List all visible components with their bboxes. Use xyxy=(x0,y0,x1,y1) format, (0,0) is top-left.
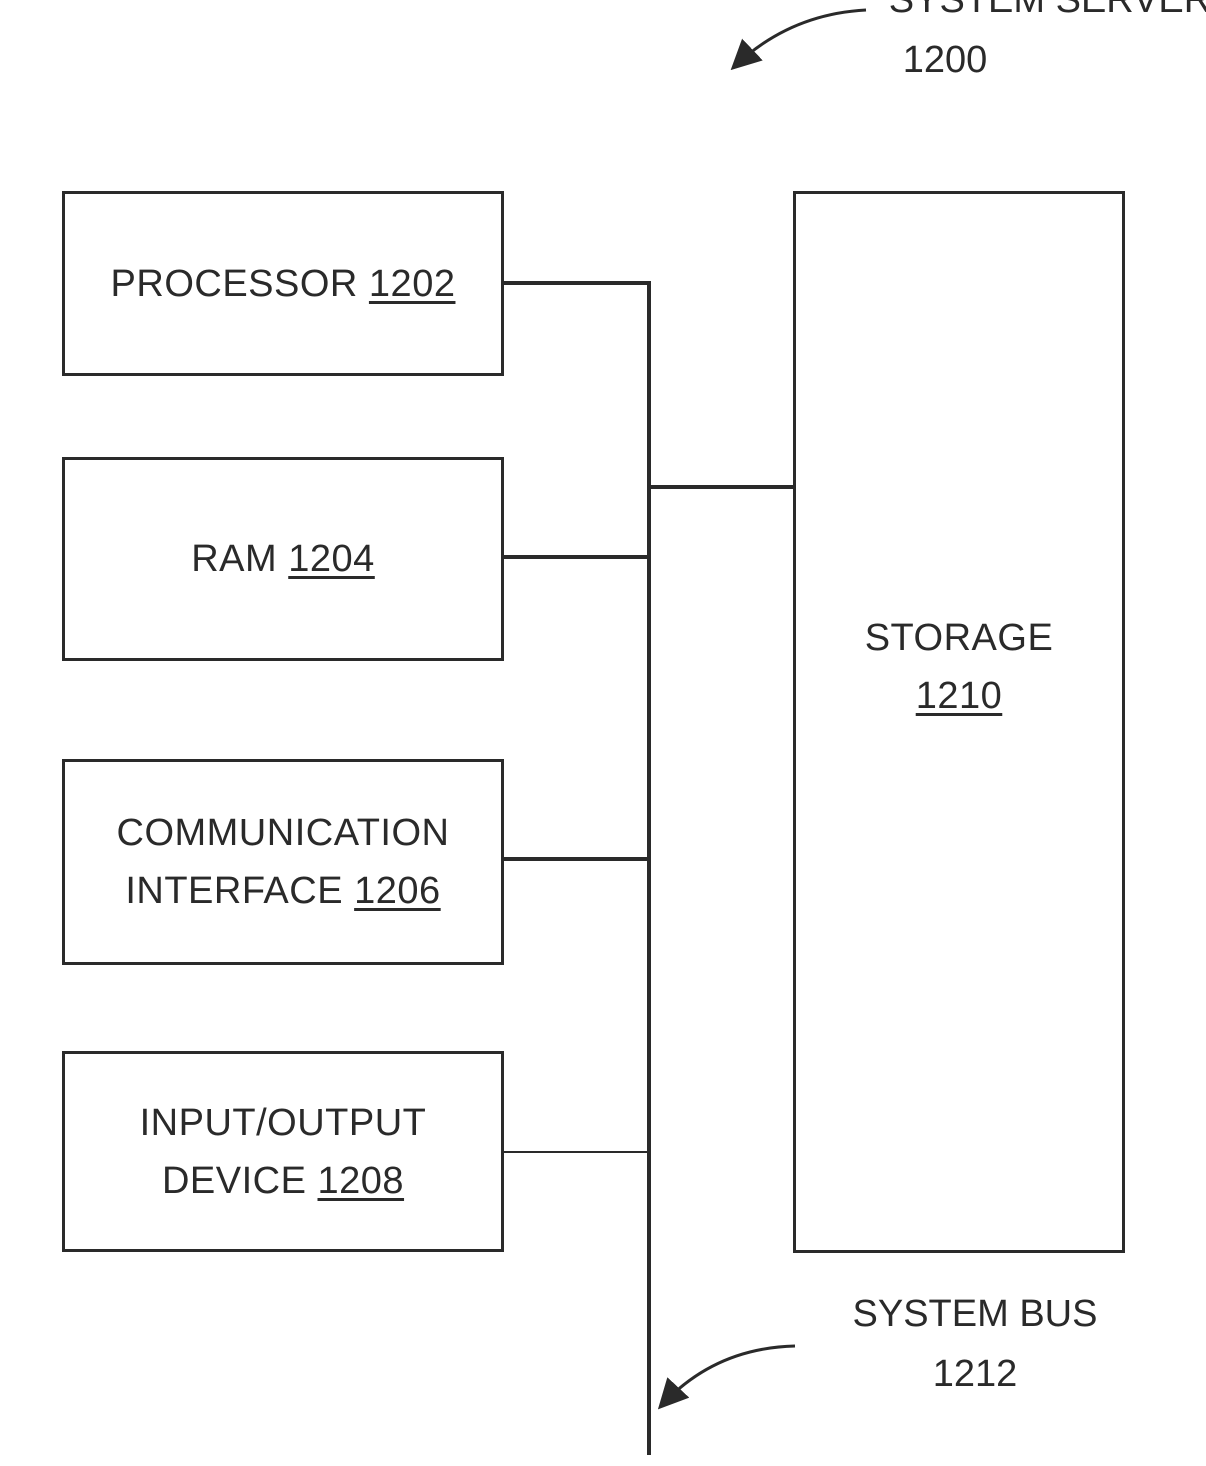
communication-interface-box: COMMUNICATION INTERFACE 1206 xyxy=(62,759,504,965)
system-bus-label: SYSTEM BUS 1212 xyxy=(800,1284,1150,1404)
system-server-label: SYSTEM SERVER 1200 xyxy=(840,0,1206,90)
processor-box: PROCESSOR 1202 xyxy=(62,191,504,376)
comm-ref: 1206 xyxy=(354,870,441,912)
processor-ref: 1202 xyxy=(369,263,456,305)
ram-box: RAM 1204 xyxy=(62,457,504,661)
comm-label-line2: INTERFACE 1206 xyxy=(125,862,440,920)
bus-label-line1: SYSTEM BUS xyxy=(800,1284,1150,1344)
comm-label-line1: COMMUNICATION xyxy=(117,804,450,862)
io-label-line2: DEVICE 1208 xyxy=(162,1152,404,1210)
io-ref: 1208 xyxy=(318,1160,405,1202)
storage-ref: 1210 xyxy=(916,667,1003,725)
processor-label: PROCESSOR 1202 xyxy=(111,255,456,313)
io-device-box: INPUT/OUTPUT DEVICE 1208 xyxy=(62,1051,504,1252)
bus-label-ref: 1212 xyxy=(800,1344,1150,1404)
ram-label: RAM 1204 xyxy=(191,530,375,588)
server-label-line1: SYSTEM SERVER xyxy=(840,0,1206,30)
storage-box: STORAGE 1210 xyxy=(793,191,1125,1253)
bus-arrow xyxy=(662,1346,795,1405)
ram-ref: 1204 xyxy=(288,538,375,580)
storage-label: STORAGE xyxy=(865,609,1054,667)
io-label-line1: INPUT/OUTPUT xyxy=(140,1094,427,1152)
server-label-ref: 1200 xyxy=(630,30,1206,90)
